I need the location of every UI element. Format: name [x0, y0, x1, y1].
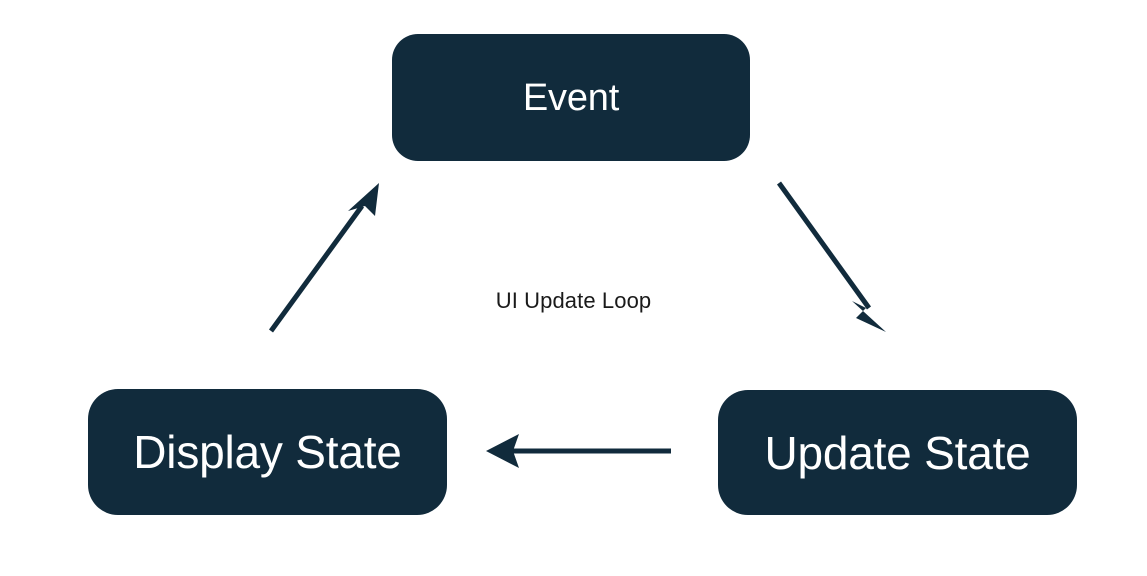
node-display-state-label: Display State	[133, 426, 402, 478]
node-display-state[interactable]: Display State	[88, 389, 447, 515]
node-update-state-label: Update State	[764, 426, 1031, 479]
arrow-head-up-right	[348, 183, 379, 216]
node-update-state[interactable]: Update State	[718, 390, 1077, 515]
edge-update-state-to-display-state	[486, 434, 671, 468]
node-event-label: Event	[522, 76, 620, 119]
node-event[interactable]: Event	[392, 34, 750, 161]
arrow-head-left	[486, 434, 519, 468]
center-loop-label: UI Update Loop	[495, 288, 652, 313]
